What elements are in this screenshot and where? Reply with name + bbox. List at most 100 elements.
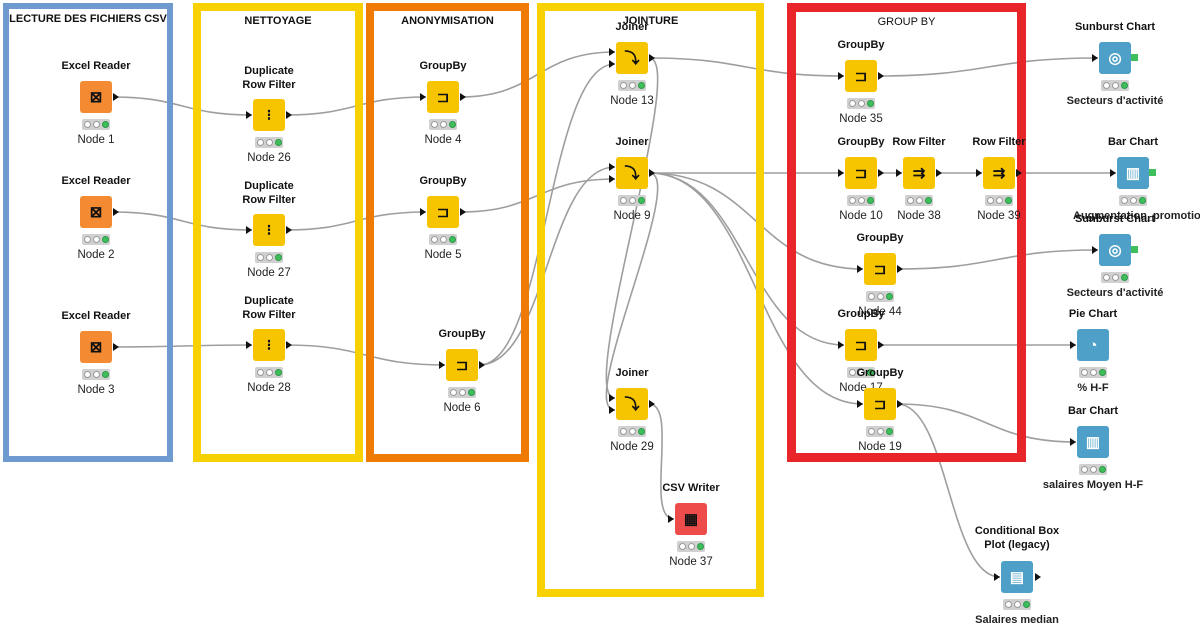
node-status-traffic-light (618, 80, 646, 91)
input-port[interactable] (896, 169, 902, 177)
node-icon-box[interactable]: ⊐ (864, 253, 896, 285)
connection-wire[interactable] (648, 403, 675, 520)
status-executed-dot (274, 254, 282, 261)
node-icon-box[interactable]: ▤ (1001, 561, 1033, 593)
input-port[interactable] (609, 48, 615, 56)
connection-wire[interactable] (605, 172, 659, 411)
input-port[interactable] (857, 265, 863, 273)
input-port[interactable] (1092, 246, 1098, 254)
input-port[interactable] (838, 72, 844, 80)
output-port[interactable] (649, 400, 655, 408)
node-id-label: salaires Moyen H-F (1042, 479, 1144, 491)
connection-wire[interactable] (877, 57, 1099, 77)
node-icon-box[interactable]: ▦ (675, 503, 707, 535)
node-icon-box[interactable]: ⊐ (845, 157, 877, 189)
connection-wire[interactable] (285, 344, 446, 366)
output-port[interactable] (1131, 54, 1138, 61)
output-port[interactable] (1016, 169, 1022, 177)
node-icon-box[interactable]: ⊐ (845, 60, 877, 92)
input-port[interactable] (1070, 438, 1076, 446)
status-dot (857, 197, 865, 204)
output-port[interactable] (113, 208, 119, 216)
connection-wire[interactable] (605, 57, 659, 399)
node-id-label: Node 17 (839, 382, 883, 394)
output-port[interactable] (649, 169, 655, 177)
node-icon-box[interactable]: ⊠ (80, 196, 112, 228)
node-icon-box[interactable]: ⊐ (427, 81, 459, 113)
output-port[interactable] (286, 341, 292, 349)
node-icon-box[interactable]: ▥ (1117, 157, 1149, 189)
connection-wire[interactable] (896, 403, 1077, 443)
output-port[interactable] (113, 93, 119, 101)
node-icon-box[interactable]: ◔ (1077, 329, 1109, 361)
output-port[interactable] (113, 343, 119, 351)
node-icon-box[interactable]: ⊠ (80, 81, 112, 113)
output-port[interactable] (878, 169, 884, 177)
output-port[interactable] (1149, 169, 1156, 176)
output-port[interactable] (649, 54, 655, 62)
status-dot (628, 82, 636, 89)
output-port[interactable] (897, 400, 903, 408)
node-icon-box[interactable]: ⊐ (446, 349, 478, 381)
input-port[interactable] (420, 93, 426, 101)
input-port[interactable] (420, 208, 426, 216)
connection-wire[interactable] (648, 57, 845, 77)
input-port[interactable] (976, 169, 982, 177)
node-icon-box[interactable]: ◎ (1099, 42, 1131, 74)
input-port[interactable] (857, 400, 863, 408)
connection-wire[interactable] (112, 96, 253, 116)
node-icon-box[interactable]: ⊠ (80, 331, 112, 363)
input-port[interactable] (1110, 169, 1116, 177)
output-port[interactable] (878, 341, 884, 349)
node-icon-box[interactable]: ⊐ (427, 196, 459, 228)
connection-wire[interactable] (478, 63, 616, 366)
node-icon-box[interactable]: ⤵ (616, 157, 648, 189)
output-port[interactable] (936, 169, 942, 177)
node-icon-box[interactable]: ◎ (1099, 234, 1131, 266)
connection-wire[interactable] (896, 249, 1099, 270)
output-port[interactable] (897, 265, 903, 273)
node-id-label: Node 6 (443, 402, 481, 414)
node-icon-box[interactable]: ⊐ (845, 329, 877, 361)
input-port[interactable] (838, 341, 844, 349)
input-port[interactable] (609, 406, 615, 414)
input-port[interactable] (994, 573, 1000, 581)
input-port[interactable] (246, 111, 252, 119)
input-port[interactable] (609, 394, 615, 402)
input-port[interactable] (609, 175, 615, 183)
status-executed-dot (866, 369, 874, 376)
node-id-label: Node 13 (610, 95, 654, 107)
connection-wire[interactable] (112, 211, 253, 231)
node-icon-box[interactable]: ⁝ (253, 214, 285, 246)
input-port[interactable] (609, 163, 615, 171)
node-icon-box[interactable]: ⇉ (903, 157, 935, 189)
output-port[interactable] (460, 208, 466, 216)
node-icon-box[interactable]: ⊐ (864, 388, 896, 420)
node-icon-box[interactable]: ⇉ (983, 157, 1015, 189)
output-port[interactable] (460, 93, 466, 101)
output-port[interactable] (1035, 573, 1041, 581)
connection-wire[interactable] (112, 344, 253, 348)
node-icon-box[interactable]: ⁝ (253, 99, 285, 131)
input-port[interactable] (439, 361, 445, 369)
connection-wire[interactable] (896, 403, 1001, 578)
input-port[interactable] (1092, 54, 1098, 62)
node-icon-box[interactable]: ⁝ (253, 329, 285, 361)
output-port[interactable] (286, 111, 292, 119)
input-port[interactable] (246, 226, 252, 234)
node-icon-box[interactable]: ⤵ (616, 388, 648, 420)
status-dot (867, 293, 875, 300)
status-dot (857, 369, 865, 376)
node-icon-box[interactable]: ▥ (1077, 426, 1109, 458)
input-port[interactable] (668, 515, 674, 523)
output-port[interactable] (286, 226, 292, 234)
connection-wire[interactable] (478, 166, 616, 366)
node-icon-box[interactable]: ⤵ (616, 42, 648, 74)
output-port[interactable] (479, 361, 485, 369)
output-port[interactable] (1131, 246, 1138, 253)
input-port[interactable] (246, 341, 252, 349)
input-port[interactable] (838, 169, 844, 177)
input-port[interactable] (1070, 341, 1076, 349)
input-port[interactable] (609, 60, 615, 68)
output-port[interactable] (878, 72, 884, 80)
